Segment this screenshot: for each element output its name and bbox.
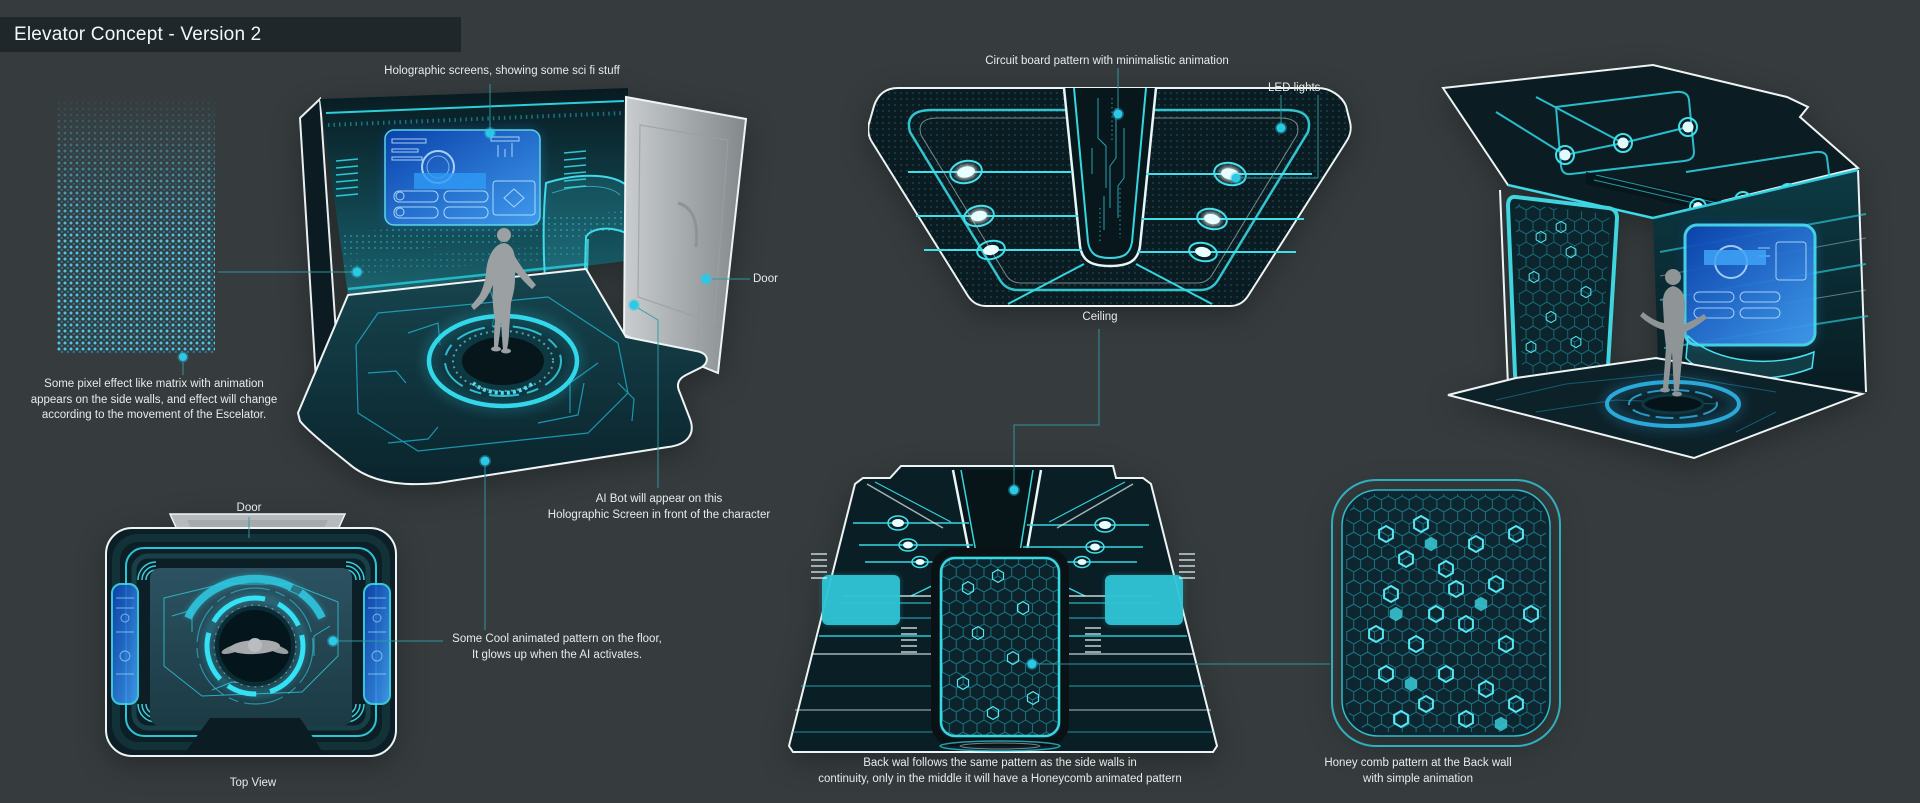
- figure-top-down: [221, 638, 289, 655]
- bottom-shadow-trapezoid: [184, 718, 324, 754]
- screen-ui: [391, 136, 536, 219]
- iso-holo-screen: [1683, 223, 1817, 380]
- annotation-door-side: Door: [753, 273, 778, 285]
- louvers: [811, 553, 1195, 653]
- annotation-holographic-screens: Holographic screens, showing some sci fi…: [384, 65, 620, 77]
- title-bar: Elevator Concept - Version 2: [0, 17, 461, 52]
- annotation-floor-pattern: Some Cool animated pattern on the floor,…: [452, 633, 662, 661]
- swatch-outer-border: [1331, 479, 1561, 747]
- main-perspective-view: [288, 83, 758, 496]
- corner-accents: [866, 481, 1134, 529]
- honeycomb-swatch: [1326, 474, 1566, 757]
- annotation-door-top-view: Door: [236, 502, 262, 514]
- pixel-matrix-swatch: [57, 95, 215, 353]
- annotation-ceiling: Ceiling: [1082, 311, 1118, 323]
- annotation-ai-bot: AI Bot will appear on this Holographic S…: [547, 493, 771, 521]
- human-figure: [471, 228, 536, 354]
- annotation-honeycomb: Honey comb pattern at the Back wall with…: [1324, 757, 1512, 785]
- elevator-door: [622, 95, 748, 375]
- annotation-pixel-effect: Some pixel effect like matrix with anima…: [30, 378, 278, 421]
- led-lights-group: [908, 159, 1312, 263]
- iso-right-wall: [1507, 168, 1869, 393]
- ceiling-view: [867, 78, 1352, 323]
- ceiling-center-channel: [1062, 87, 1158, 268]
- led-lights-right: [1188, 161, 1247, 263]
- page-title: Elevator Concept - Version 2: [14, 23, 262, 45]
- right-iso-view: [1436, 52, 1920, 491]
- central-platform: [196, 587, 314, 705]
- side-holo-panel-left: [111, 583, 139, 705]
- side-holo-panel-right: [363, 583, 391, 705]
- room-floor: [296, 267, 708, 486]
- top-arc: [183, 574, 327, 620]
- ceiling-bottom-fan: [1007, 263, 1213, 305]
- top-view: [92, 506, 424, 773]
- back-wall-view: [783, 458, 1223, 765]
- side-teal-blocks: [822, 575, 1183, 625]
- iso-human-figure: [1640, 269, 1707, 397]
- iso-floor-glow: [1603, 378, 1743, 430]
- annotation-led-lights: LED lights: [1268, 82, 1321, 94]
- iso-floor: [1447, 356, 1866, 460]
- wall-louvers-right: [563, 150, 587, 189]
- holographic-screen: [384, 129, 541, 226]
- iso-screen-ui: [1693, 241, 1807, 319]
- wall-louvers-left: [335, 158, 359, 197]
- annotation-back-wall: Back wal follows the same pattern as the…: [818, 757, 1182, 785]
- honeycomb-center-panel: [931, 548, 1069, 746]
- iso-honeycomb-wall: [1499, 189, 1620, 387]
- floor-reflection: [939, 740, 1061, 752]
- annotation-circuit-board: Circuit board pattern with minimalistic …: [985, 55, 1229, 67]
- hex-grid: [1346, 494, 1546, 732]
- circuit-traces: [1091, 98, 1125, 244]
- led-lights-left: [949, 159, 1006, 261]
- annotation-top-view: Top View: [229, 777, 277, 789]
- led-dots: [887, 515, 1116, 569]
